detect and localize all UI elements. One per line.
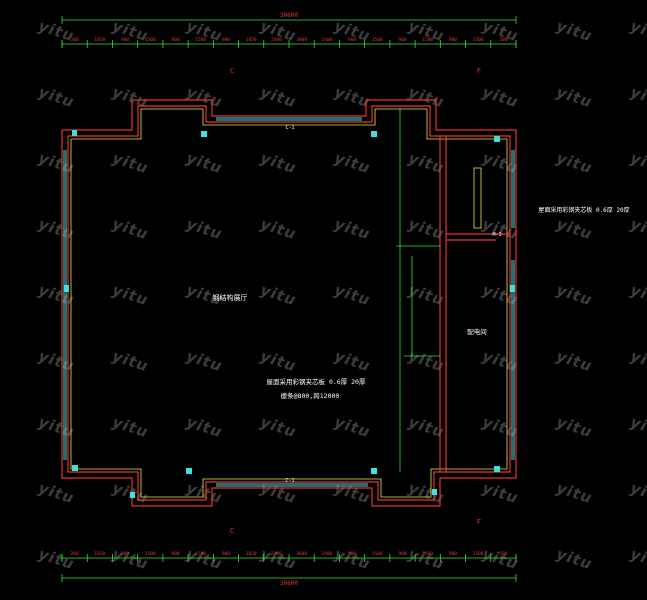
bottom-dimension-label: 900 <box>121 551 129 557</box>
top-dimension-label: 200 <box>71 37 79 43</box>
top-dimension-label: 1500 <box>422 37 433 43</box>
axis-marker-bottom-left: C <box>230 527 234 535</box>
top-dimension-label: 900 <box>398 37 406 43</box>
top-dimension-label: 1500 <box>195 37 206 43</box>
top-dimension-label: 900 <box>171 37 179 43</box>
window-label-bottom: C-1 <box>285 478 294 484</box>
fixture <box>473 167 482 229</box>
top-dimension-label: 2400 <box>271 37 282 43</box>
bottom-dimension-label: 1050 <box>94 551 105 557</box>
bottom-dimension-label: 1500 <box>195 551 206 557</box>
windows <box>63 117 515 487</box>
exterior-wall <box>61 99 517 507</box>
bottom-dimension-ticks: 200 1050 900 1500 900 1500 900 1050 2400 3000 2400… <box>61 551 517 562</box>
total-dimension-bottom: 30600 <box>280 580 298 587</box>
bottom-dimension-label: 200 <box>499 551 507 557</box>
bottom-dimension-label: 1500 <box>422 551 433 557</box>
main-note-line1: 屋面采用彩钢夹芯板 0.6厚 20厚 <box>267 377 366 386</box>
top-dimension-label: 900 <box>449 37 457 43</box>
top-dimension-ticks: 200 1050 900 1500 900 1500 900 1050 2400 3000 2400… <box>61 37 517 48</box>
window-label-top: C-1 <box>285 125 294 131</box>
interior-partition <box>439 136 510 472</box>
bottom-dimension-label: 900 <box>171 551 179 557</box>
main-hall-label: 钢结构展厅 <box>213 293 248 302</box>
bottom-dimension-label: 900 <box>222 551 230 557</box>
side-note: 屋面采用彩钢夹芯板 0.6厚 20厚 <box>538 206 629 214</box>
top-dimension-label: 900 <box>348 37 356 43</box>
top-dimension-label: 1500 <box>473 37 484 43</box>
total-dimension-top: 30600 <box>280 12 298 19</box>
wall-inner-line <box>70 108 508 498</box>
top-dimension-label: 3000 <box>296 37 307 43</box>
top-dimension-label: 1500 <box>145 37 156 43</box>
bottom-dimension-label: 1500 <box>145 551 156 557</box>
bottom-dimension-label: 900 <box>449 551 457 557</box>
bottom-dimension-label: 2400 <box>321 551 332 557</box>
top-dimension-label: 1050 <box>94 37 105 43</box>
top-dimension-label: 200 <box>499 37 507 43</box>
top-dimension-label: 900 <box>121 37 129 43</box>
axis-marker-top-left: C <box>230 67 234 75</box>
top-dimension-label: 900 <box>222 37 230 43</box>
bottom-dimension-label: 3000 <box>296 551 307 557</box>
main-note-line2: 檩条@800,跨12000 <box>281 391 340 400</box>
axis-marker-bottom-right: F <box>477 518 481 526</box>
bottom-dimension-label: 1050 <box>246 551 257 557</box>
interior-dimension <box>396 108 440 472</box>
top-dimension-label: 1050 <box>246 37 257 43</box>
bottom-dimension-label: 200 <box>71 551 79 557</box>
top-dimension-label: 1500 <box>372 37 383 43</box>
bottom-dimension-label: 900 <box>348 551 356 557</box>
bottom-dimension-label: 2400 <box>271 551 282 557</box>
side-room-label: 配电间 <box>467 327 487 336</box>
bottom-dimension-label: 1500 <box>473 551 484 557</box>
door-label: M-1 <box>492 232 501 238</box>
bottom-dimension-label: 900 <box>398 551 406 557</box>
axis-marker-top-right: F <box>477 67 481 75</box>
top-dimension-label: 2400 <box>321 37 332 43</box>
columns <box>64 130 515 498</box>
bottom-dimension-label: 1500 <box>372 551 383 557</box>
